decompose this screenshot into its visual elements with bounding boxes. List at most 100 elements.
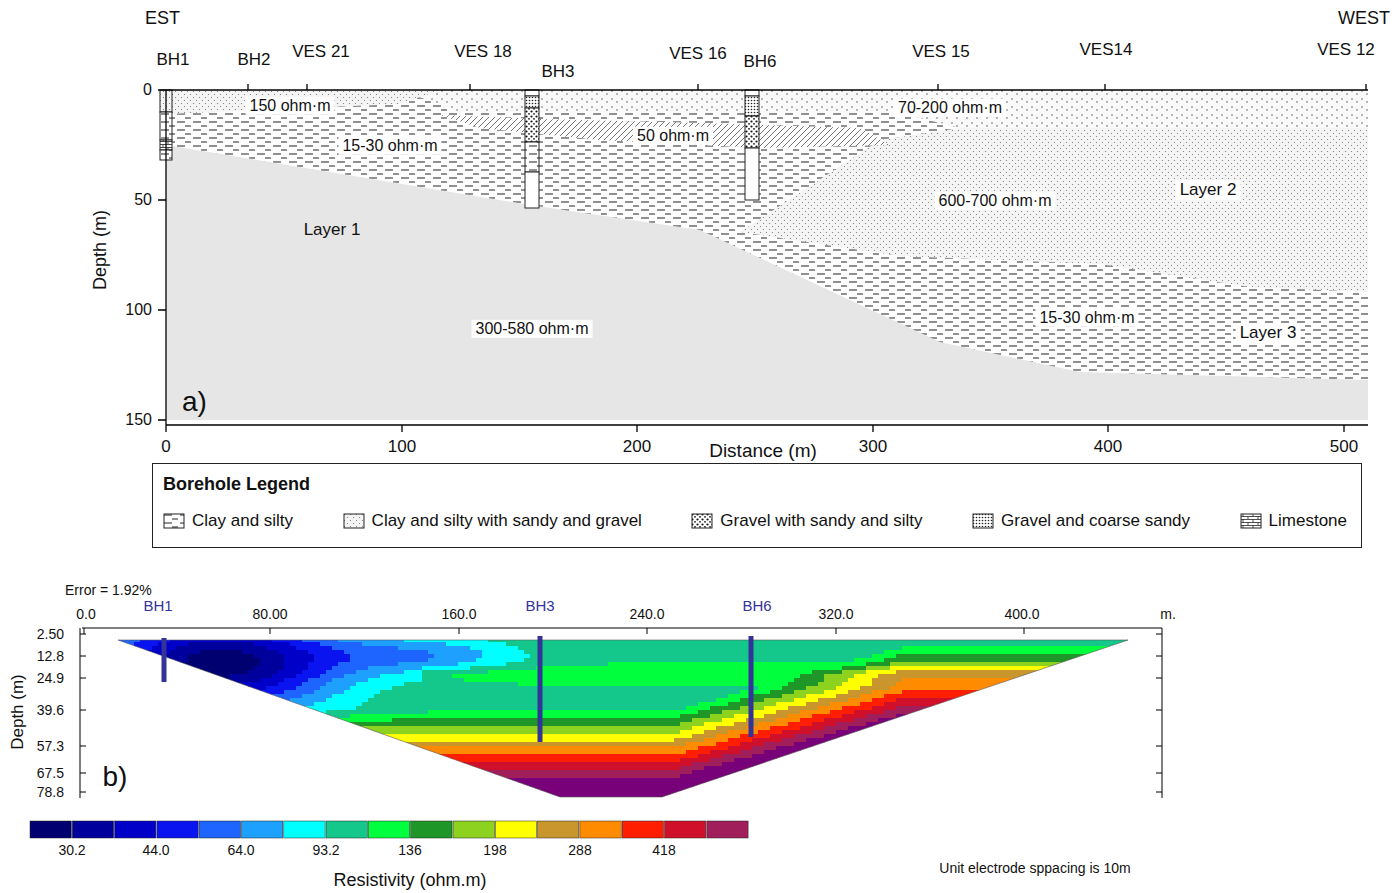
section-cell bbox=[200, 642, 207, 647]
section-cell bbox=[248, 738, 255, 743]
section-cell bbox=[134, 670, 141, 675]
section-cell bbox=[386, 722, 393, 727]
section-cell bbox=[338, 762, 345, 767]
section-cell bbox=[320, 730, 327, 735]
section-cell bbox=[302, 686, 309, 691]
section-cell bbox=[152, 710, 159, 715]
section-cell bbox=[374, 726, 381, 731]
section-cell bbox=[272, 662, 279, 667]
section-cell bbox=[230, 766, 237, 771]
section-cell bbox=[356, 730, 363, 735]
section-cell bbox=[170, 702, 177, 707]
section-cell bbox=[290, 642, 297, 647]
section-cell bbox=[176, 654, 183, 659]
section-cell bbox=[170, 662, 177, 667]
section-cell bbox=[224, 766, 231, 771]
section-cell bbox=[194, 658, 201, 663]
section-cell bbox=[218, 714, 225, 719]
section-cell bbox=[338, 754, 345, 759]
section-cell bbox=[368, 798, 375, 803]
section-cell bbox=[152, 682, 159, 687]
section-cell bbox=[230, 714, 237, 719]
section-cell bbox=[308, 698, 315, 703]
section-cell bbox=[350, 646, 357, 651]
section-cell bbox=[332, 654, 339, 659]
section-cell bbox=[254, 722, 261, 727]
section-cell bbox=[134, 682, 141, 687]
section-cell bbox=[230, 782, 237, 787]
section-cell bbox=[290, 690, 297, 695]
section-cell bbox=[380, 754, 387, 759]
section-cell bbox=[206, 798, 213, 803]
section-cell bbox=[296, 762, 303, 767]
section-cell bbox=[296, 654, 303, 659]
section-cell bbox=[380, 758, 387, 763]
section-cell bbox=[206, 698, 213, 703]
section-cell bbox=[242, 650, 249, 655]
section-cell bbox=[392, 746, 399, 751]
section-cell bbox=[308, 722, 315, 727]
section-cell bbox=[236, 738, 243, 743]
section-cell bbox=[164, 774, 171, 779]
section-cell bbox=[200, 678, 207, 683]
section-cell bbox=[170, 690, 177, 695]
section-cell bbox=[320, 678, 327, 683]
section-cell bbox=[260, 782, 267, 787]
section-cell bbox=[260, 702, 267, 707]
section-cell bbox=[206, 674, 213, 679]
section-cell bbox=[194, 762, 201, 767]
section-cell bbox=[200, 738, 207, 743]
section-cell bbox=[188, 714, 195, 719]
section-cell bbox=[326, 642, 333, 647]
section-cell bbox=[212, 650, 219, 655]
section-cell bbox=[164, 694, 171, 699]
section-cell bbox=[236, 762, 243, 767]
section-cell bbox=[158, 782, 165, 787]
section-cell bbox=[266, 678, 273, 683]
section-cell bbox=[398, 678, 405, 683]
section-cell bbox=[236, 646, 243, 651]
section-cell bbox=[272, 678, 279, 683]
section-cell bbox=[218, 794, 225, 799]
section-cell bbox=[302, 774, 309, 779]
section-cell bbox=[152, 666, 159, 671]
section-cell bbox=[404, 690, 411, 695]
section-cell bbox=[164, 790, 171, 795]
section-cell bbox=[194, 642, 201, 647]
section-cell bbox=[260, 678, 267, 683]
section-cell bbox=[332, 698, 339, 703]
section-cell bbox=[194, 694, 201, 699]
section-cell bbox=[308, 702, 315, 707]
section-cell bbox=[368, 758, 375, 763]
section-cell bbox=[176, 710, 183, 715]
section-cell bbox=[326, 798, 333, 803]
section-cell bbox=[128, 686, 135, 691]
section-cell bbox=[350, 766, 357, 771]
section-cell bbox=[122, 794, 129, 799]
section-cell bbox=[128, 782, 135, 787]
section-cell bbox=[254, 730, 261, 735]
section-cell bbox=[170, 698, 177, 703]
section-cell bbox=[368, 786, 375, 791]
section-cell bbox=[182, 778, 189, 783]
section-cell bbox=[284, 758, 291, 763]
section-cell bbox=[122, 746, 129, 751]
section-cell bbox=[224, 750, 231, 755]
section-cell bbox=[332, 734, 339, 739]
section-cell bbox=[332, 798, 339, 803]
section-cell bbox=[230, 742, 237, 747]
section-cell bbox=[242, 702, 249, 707]
section-cell bbox=[200, 726, 207, 731]
section-cell bbox=[206, 774, 213, 779]
section-cell bbox=[284, 762, 291, 767]
section-cell bbox=[374, 702, 381, 707]
section-cell bbox=[374, 774, 381, 779]
section-cell bbox=[386, 686, 393, 691]
section-cell bbox=[140, 790, 147, 795]
section-cell bbox=[146, 762, 153, 767]
section-cell bbox=[134, 686, 141, 691]
section-cell bbox=[380, 654, 387, 659]
section-cell bbox=[308, 758, 315, 763]
section-cell bbox=[368, 674, 375, 679]
section-cell bbox=[176, 642, 183, 647]
